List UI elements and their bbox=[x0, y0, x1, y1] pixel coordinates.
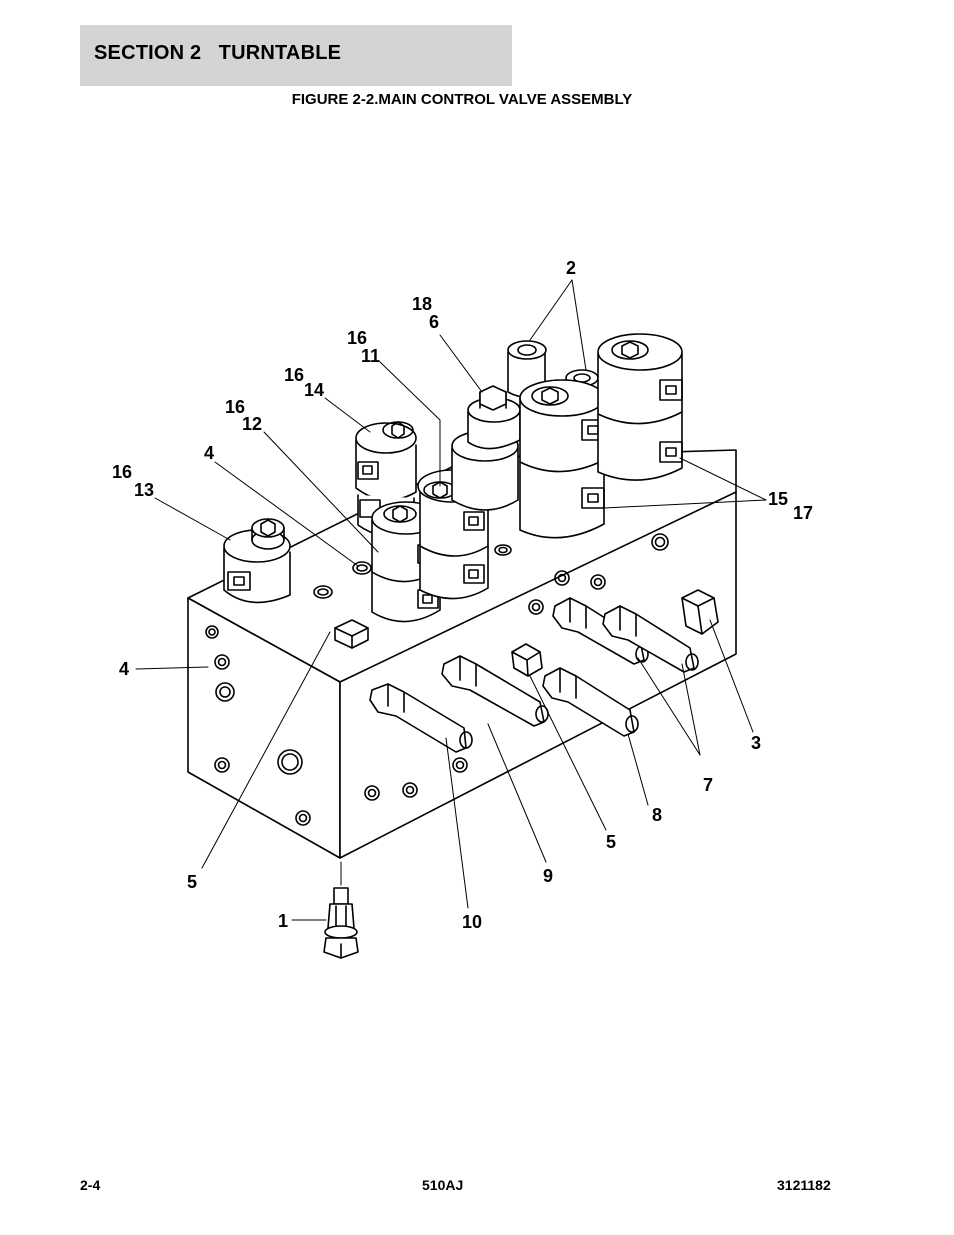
callout-15: 15 bbox=[768, 489, 788, 509]
figure-title: FIGURE 2-2.MAIN CONTROL VALVE ASSEMBLY bbox=[0, 91, 954, 108]
cartridge-7a bbox=[552, 597, 649, 665]
cartridge-9 bbox=[441, 655, 549, 727]
callout-10: 10 bbox=[462, 912, 482, 932]
callout-16-a: 16 bbox=[347, 328, 367, 348]
callout-13: 13 bbox=[134, 480, 154, 500]
callout-5-left: 5 bbox=[187, 872, 197, 892]
callout-16-b: 16 bbox=[284, 365, 304, 385]
solenoid-13 bbox=[223, 518, 291, 604]
callout-7: 7 bbox=[703, 775, 713, 795]
callout-9: 9 bbox=[543, 866, 553, 886]
figure-title-text: FIGURE 2-2.MAIN CONTROL VALVE ASSEMBLY bbox=[291, 91, 633, 108]
footer-page-number: 2-4 bbox=[80, 1177, 101, 1193]
callout-16-d: 16 bbox=[112, 462, 132, 482]
callout-16-c: 16 bbox=[225, 397, 245, 417]
valve-part-1 bbox=[323, 887, 359, 959]
footer-doc-number: 3121182 bbox=[777, 1177, 831, 1193]
callout-8: 8 bbox=[652, 805, 662, 825]
callout-1: 1 bbox=[278, 911, 288, 931]
callout-14: 14 bbox=[304, 380, 324, 400]
callout-5-right: 5 bbox=[606, 832, 616, 852]
plug-5-right bbox=[511, 643, 543, 677]
callout-17: 17 bbox=[793, 503, 813, 523]
callout-12: 12 bbox=[242, 414, 262, 434]
callout-18: 18 bbox=[412, 294, 432, 314]
callout-3: 3 bbox=[751, 733, 761, 753]
solenoid-15-17-front bbox=[519, 379, 605, 539]
cartridge-7b bbox=[602, 605, 699, 673]
callout-4-top: 4 bbox=[204, 443, 214, 463]
plug-3 bbox=[681, 589, 719, 635]
callout-2: 2 bbox=[566, 258, 576, 278]
section-banner bbox=[80, 25, 512, 86]
callout-6: 6 bbox=[429, 312, 439, 332]
callout-labels: 2 18 6 16 11 16 14 16 12 4 16 13 15 17 4… bbox=[112, 258, 813, 932]
callout-11: 11 bbox=[361, 346, 380, 366]
cartridge-6 bbox=[451, 385, 521, 511]
section-title: SECTION 2 TURNTABLE bbox=[94, 42, 342, 64]
cartridge-8 bbox=[542, 667, 639, 737]
cartridge-10 bbox=[369, 683, 473, 753]
solenoid-15-17-rear bbox=[597, 333, 683, 481]
callout-4-left: 4 bbox=[119, 659, 129, 679]
leader-lines bbox=[135, 279, 767, 921]
footer-model: 510AJ bbox=[422, 1177, 464, 1193]
